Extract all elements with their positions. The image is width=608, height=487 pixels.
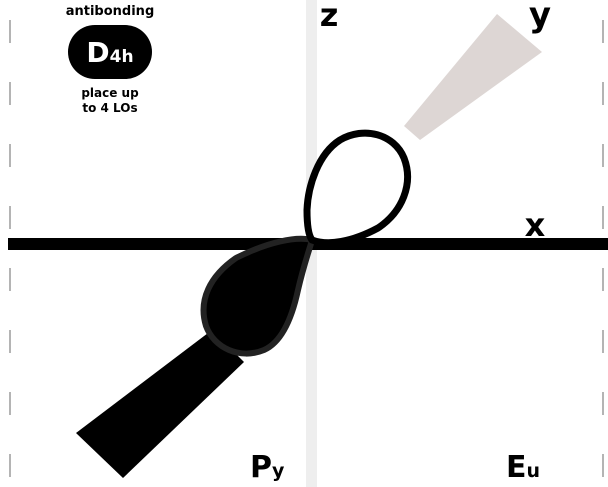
y-axis-beam-positive <box>404 14 542 140</box>
orbital-name: Py <box>250 450 285 485</box>
point-group-sub: 4h <box>110 47 134 67</box>
axis-label-x: x <box>525 206 546 244</box>
orbital-name-main: P <box>250 450 272 485</box>
lobe-positive-phase <box>307 133 408 243</box>
axis-label-y: y <box>529 0 551 35</box>
caption-antibonding: antibonding <box>66 4 155 19</box>
symmetry-label: Eu <box>506 450 540 485</box>
axis-label-z: z <box>320 0 339 34</box>
caption-place-up: place up <box>81 86 139 100</box>
caption-to-4-los: to 4 LOs <box>82 101 137 115</box>
symmetry-label-sub: u <box>527 460 541 482</box>
symmetry-label-main: E <box>506 450 527 485</box>
point-group-main: D <box>86 36 109 69</box>
y-axis-beam-negative <box>76 330 244 478</box>
orbital-name-sub: y <box>272 460 285 482</box>
lobe-negative-phase <box>204 239 312 354</box>
